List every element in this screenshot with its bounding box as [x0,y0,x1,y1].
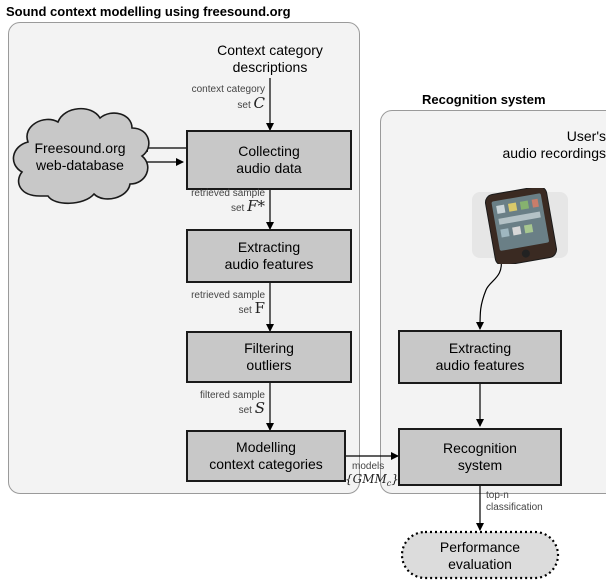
left-panel-title: Sound context modelling using freesound.… [6,4,291,19]
arrow-phone-to-extract [476,257,502,330]
label-context-category: context category [191,84,265,95]
cloud-label: Freesound.org web-database [34,140,126,173]
label-set-fstar: set F* [230,197,265,215]
modelling-categories-box: Modelling context categories [186,430,346,482]
label-set-c: set C [237,94,265,112]
extracting-features-box-right: Extracting audio features [398,330,562,384]
label-gmm: {GMMc} [345,472,399,489]
symbol-s: S [254,399,265,417]
evaluation-shape [400,530,560,580]
label-set-s: set S [238,399,265,417]
label-set-f: set F [238,299,265,317]
right-panel-title: Recognition system [422,92,546,107]
symbol-f: F [254,299,265,317]
filtering-outliers-box: Filtering outliers [186,331,352,383]
symbol-fstar: F* [247,197,265,215]
users-audio-label: User's audio recordings [502,128,606,161]
label-models: models [352,461,385,472]
performance-evaluation-label: Performance evaluation [439,539,521,572]
symbol-c: C [253,94,265,112]
cloud-shape [12,107,150,205]
label-topn: top-n classification [486,490,543,513]
smartphone-icon [466,188,576,264]
recognition-system-box: Recognition system [398,428,562,486]
collecting-audio-box: Collecting audio data [186,130,352,190]
label-retrieved-2: retrieved sample [191,290,265,301]
context-descriptions: Context category descriptions [217,42,323,75]
extracting-features-box-left: Extracting audio features [186,229,352,283]
label-filtered: filtered sample [199,390,265,401]
label-retrieved-1: retrieved sample [191,188,265,199]
